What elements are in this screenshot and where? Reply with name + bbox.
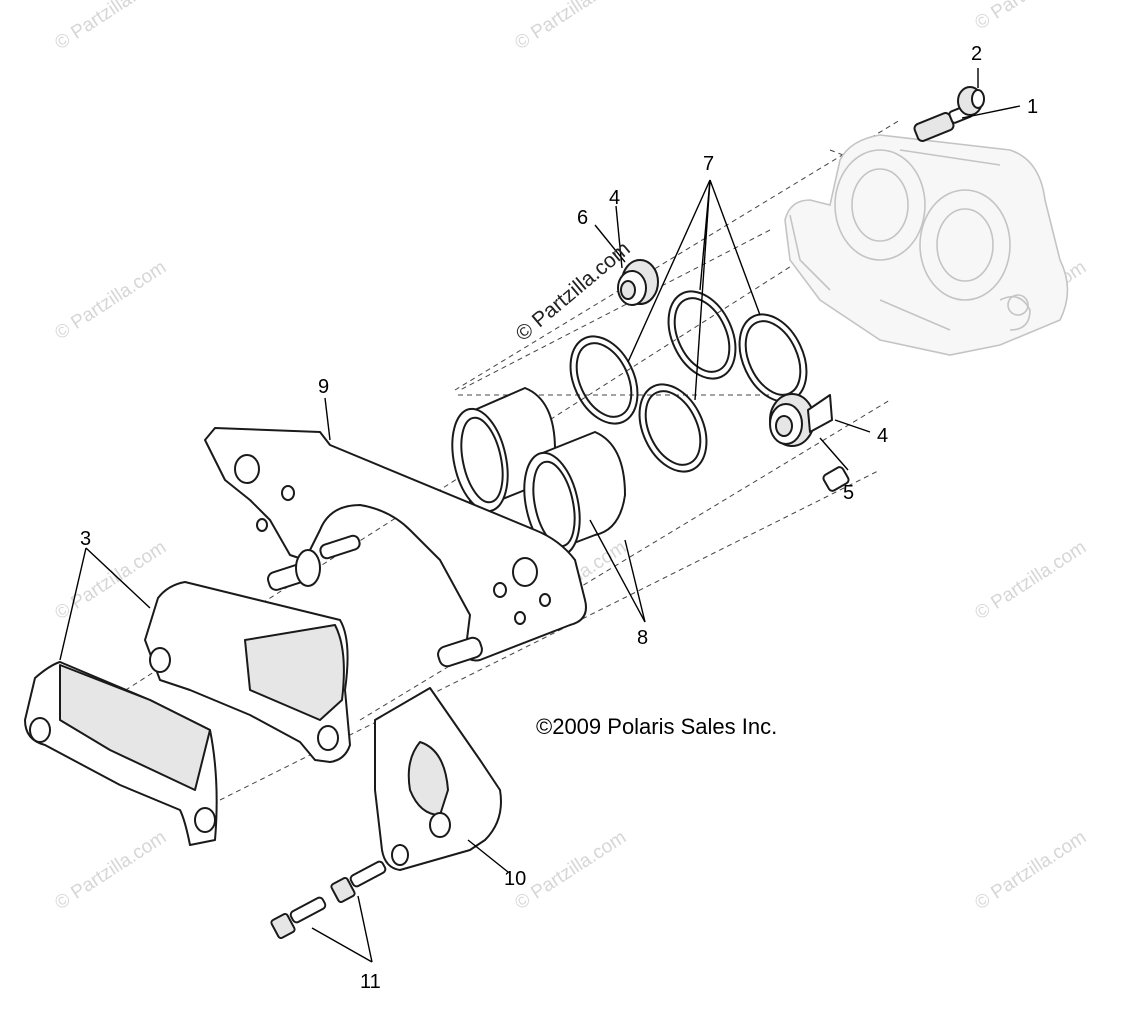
watermark: © Partzilla.com	[51, 827, 170, 914]
callout-9: 9	[318, 376, 329, 398]
callout-4-upper: 4	[609, 187, 620, 209]
callout-11: 11	[360, 971, 381, 993]
callout-6: 6	[577, 207, 588, 229]
watermark: © Partzilla.com	[511, 827, 630, 914]
watermark: © Partzilla.com	[51, 0, 170, 54]
callout-5: 5	[843, 482, 854, 504]
watermark: © Partzilla.com	[971, 827, 1090, 914]
piston-seals	[569, 290, 808, 473]
guide-pin-right	[769, 393, 850, 492]
copyright-text: ©2009 Polaris Sales Inc.	[536, 714, 777, 739]
brake-pad-outer	[24, 661, 218, 846]
callout-4-lower: 4	[877, 425, 888, 447]
callout-2: 2	[971, 43, 982, 65]
callout-leaders	[59, 68, 1021, 963]
caliper-pistons	[451, 387, 626, 557]
watermark: © Partzilla.com	[51, 257, 170, 344]
callout-8: 8	[637, 627, 648, 649]
watermark: © Partzilla.com	[511, 0, 630, 54]
caliper-adapter	[374, 687, 502, 871]
partzilla-watermark: © Partzilla.com	[511, 237, 634, 346]
callout-10: 10	[504, 868, 526, 890]
bleeder-cap	[957, 86, 985, 116]
pin-boot-upper	[617, 259, 659, 306]
callout-1: 1	[1027, 96, 1038, 118]
brake-pad-inner	[144, 581, 351, 763]
watermark: © Partzilla.com	[51, 537, 170, 624]
callout-labels: 1 2 3 4 4 5 6 7 8 9 10 11	[80, 43, 1038, 993]
callout-3: 3	[80, 528, 91, 550]
callout-7: 7	[703, 153, 714, 175]
caliper-bracket	[204, 427, 587, 668]
mounting-bolts	[270, 860, 387, 939]
watermark: © Partzilla.com	[971, 0, 1090, 34]
caliper-body-ghost	[784, 134, 1069, 356]
watermark: © Partzilla.com	[971, 537, 1090, 624]
